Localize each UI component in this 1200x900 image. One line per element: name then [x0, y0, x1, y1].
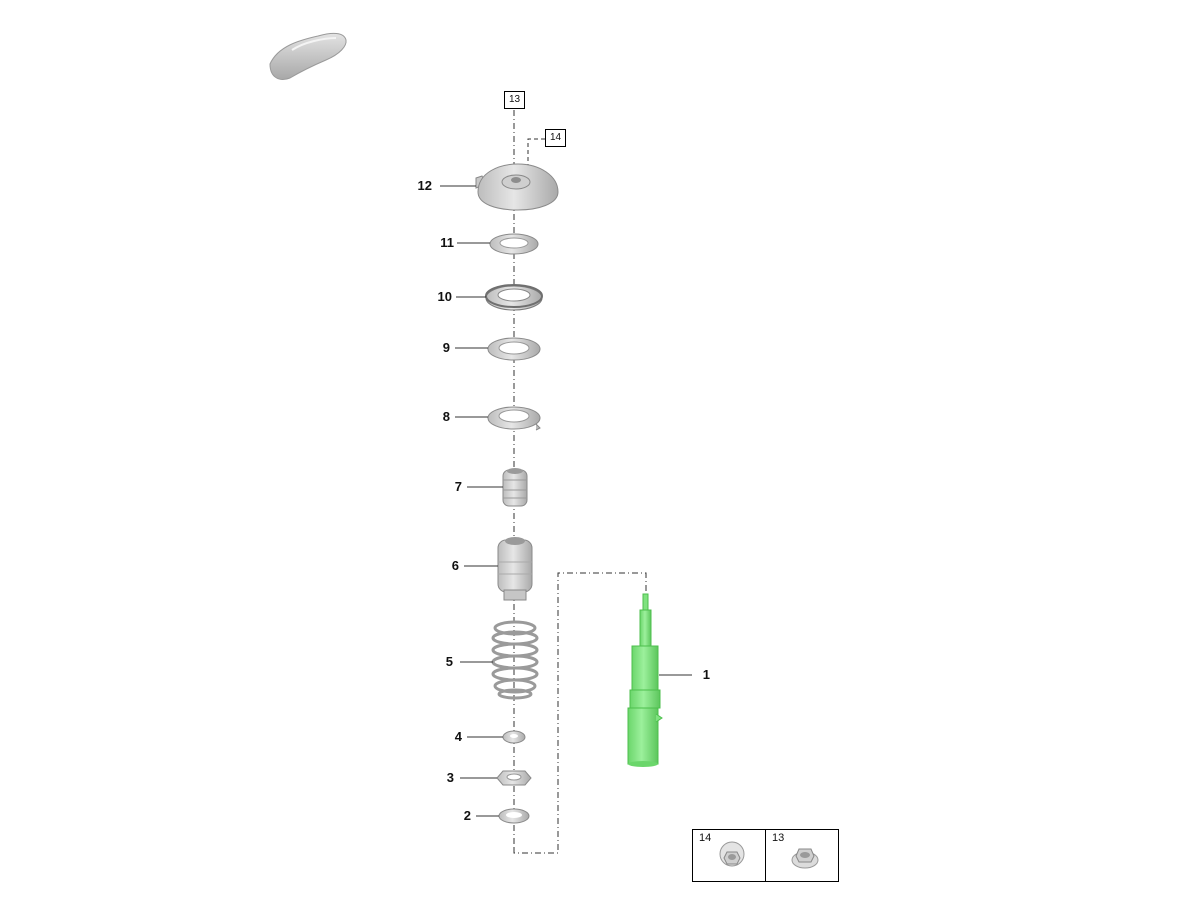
part-3-nut — [496, 770, 532, 786]
part-8-spring-seat — [487, 406, 541, 431]
nut-icon — [719, 841, 745, 867]
part-5-coil-spring — [491, 620, 539, 700]
part-11-washer — [489, 233, 539, 255]
ref-14-leader — [527, 138, 545, 172]
legend-cell-14[interactable]: 14 — [693, 830, 765, 881]
part-7-bump-stop — [502, 468, 528, 507]
leader-lines — [440, 185, 692, 817]
part-9-washer — [487, 337, 541, 361]
part-10-bearing — [485, 284, 543, 311]
connection-line-to-shock-absorber — [513, 572, 647, 854]
vehicle-thumbnail-icon — [269, 32, 347, 80]
part-4-washer — [502, 730, 526, 744]
callout-8[interactable]: 8 — [442, 409, 450, 424]
part-2-washer — [498, 808, 530, 824]
callout-2[interactable]: 2 — [463, 808, 471, 823]
callout-3[interactable]: 3 — [446, 770, 454, 785]
callout-10[interactable]: 10 — [437, 289, 452, 304]
legend-number: 13 — [772, 832, 785, 844]
callout-11[interactable]: 11 — [440, 235, 454, 250]
callout-12[interactable]: 12 — [417, 178, 432, 193]
part-6-dust-boot — [497, 537, 533, 601]
callout-5[interactable]: 5 — [445, 654, 453, 669]
part-1-shock-absorber — [627, 593, 663, 767]
callout-1[interactable]: 1 — [702, 667, 710, 682]
flange-nut-icon — [791, 848, 819, 869]
part-12-top-mount — [475, 163, 559, 211]
ref-box-13[interactable]: 13 — [504, 91, 525, 109]
callout-6[interactable]: 6 — [451, 558, 459, 573]
callout-9[interactable]: 9 — [442, 340, 450, 355]
legend-number: 14 — [699, 832, 712, 844]
ref-box-14[interactable]: 14 — [545, 129, 566, 147]
fastener-legend: 14 13 — [692, 829, 839, 882]
legend-cell-13[interactable]: 13 — [765, 830, 838, 881]
callout-4[interactable]: 4 — [454, 729, 462, 744]
callout-7[interactable]: 7 — [454, 479, 462, 494]
